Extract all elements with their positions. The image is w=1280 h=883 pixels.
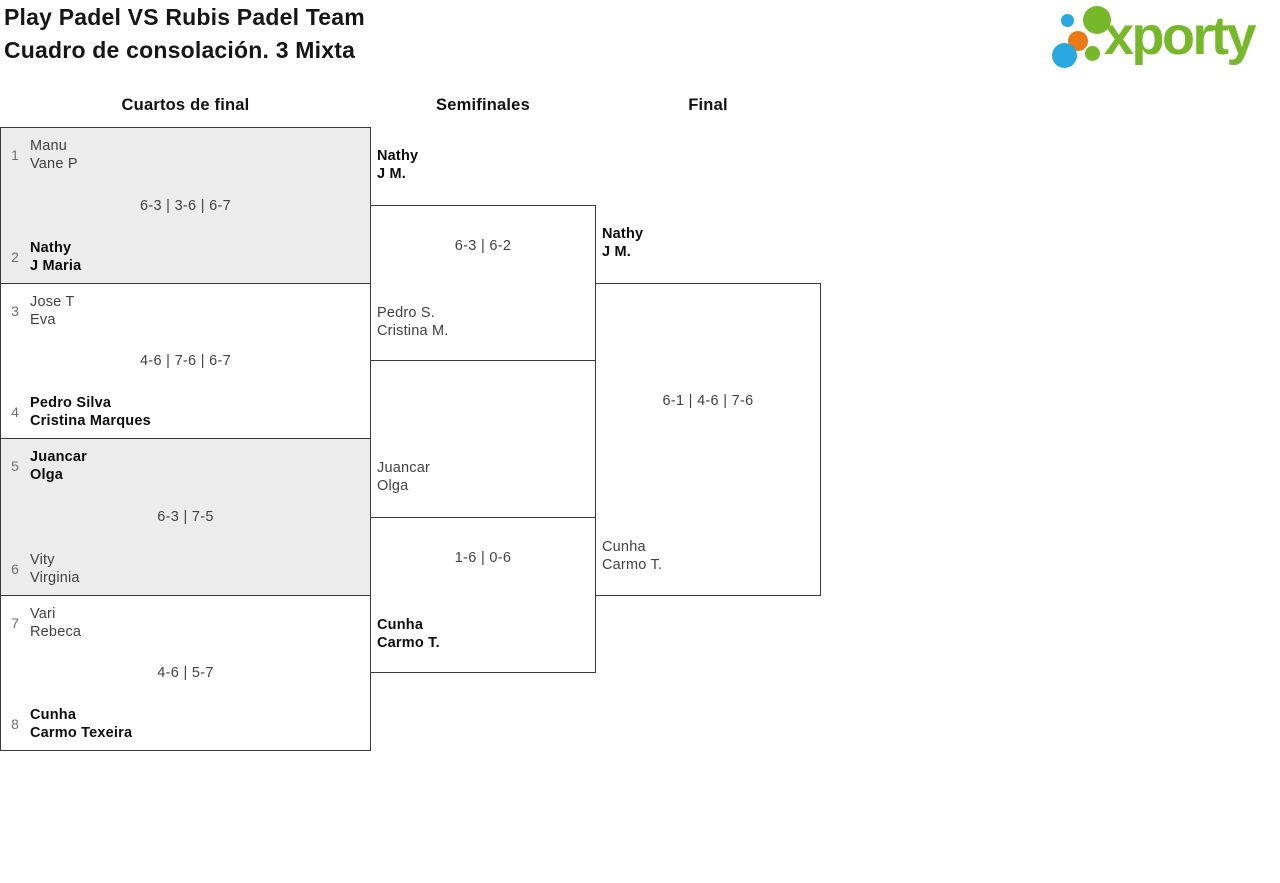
team-names: Nathy J M. <box>602 225 643 261</box>
match-score: 4-6 | 7-6 | 6-7 <box>139 353 232 369</box>
team-names: Nathy J Maria <box>30 239 81 275</box>
seed-number: 5 <box>11 458 19 474</box>
tournament-name: Play Padel VS Rubis Padel Team <box>4 4 365 30</box>
player-2-name: Virginia <box>30 570 80 586</box>
player-2-name: Eva <box>30 312 56 328</box>
seed-number: 8 <box>11 716 19 732</box>
team-entry: 2 Nathy J Maria <box>10 239 81 275</box>
logo-wordmark: xporty <box>1104 6 1257 66</box>
team-names: Vity Virginia <box>30 551 80 587</box>
round-header-cuartos: Cuartos de final <box>121 96 250 114</box>
final-match-box <box>595 283 821 596</box>
team-names: Nathy J M. <box>377 147 418 183</box>
team-names: Cunha Carmo T. <box>602 538 662 574</box>
xporty-logo: xporty <box>1048 4 1280 76</box>
team-names: Cunha Carmo T. <box>377 616 440 652</box>
match-score: 6-3 | 3-6 | 6-7 <box>139 197 232 214</box>
player-2-name: Rebeca <box>30 624 82 640</box>
match-score: 6-3 | 6-2 <box>454 238 512 254</box>
player-2-name: Carmo Texeira <box>30 725 133 741</box>
logo-dot-icon <box>1052 43 1077 68</box>
player-2-name: Vane P <box>30 156 78 172</box>
player-2-name: J Maria <box>30 258 82 274</box>
logo-dot-icon <box>1083 6 1111 34</box>
player-1-name: Cunha <box>30 707 77 723</box>
player-1-name: Nathy <box>377 148 419 164</box>
team-names: Jose T Eva <box>30 293 74 329</box>
match-score: 4-6 | 5-7 <box>157 665 214 681</box>
sf-match-1-box <box>370 205 596 361</box>
match-score: 6-3 | 7-5 <box>157 509 214 525</box>
player-1-name: Vity <box>30 552 55 568</box>
round-header-final: Final <box>688 96 728 114</box>
seed-number: 2 <box>11 249 19 265</box>
bracket-subtitle: Cuadro de consolación. 3 Mixta <box>4 37 356 63</box>
player-2-name: Olga <box>377 478 409 494</box>
seed-number: 6 <box>11 561 19 577</box>
team-names: Pedro S. Cristina M. <box>377 304 449 340</box>
player-1-name: Pedro Silva <box>30 395 112 411</box>
player-1-name: Juancar <box>377 460 430 476</box>
round-header-semifinales: Semifinales <box>436 96 530 114</box>
player-1-name: Nathy <box>30 240 72 256</box>
player-1-name: Manu <box>30 138 68 154</box>
team-names: Vari Rebeca <box>30 605 81 641</box>
match-score: 1-6 | 0-6 <box>454 550 512 566</box>
player-2-name: Cristina Marques <box>30 413 151 429</box>
player-2-name: Carmo T. <box>377 635 440 651</box>
team-names: Cunha Carmo Texeira <box>30 706 132 742</box>
player-1-name: Cunha <box>377 617 424 633</box>
qf-match-3: 5 Juancar Olga 6-3 | 7-5 6 Vity Virginia <box>0 438 371 596</box>
player-2-name: Carmo T. <box>602 557 663 573</box>
team-entry: 7 Vari Rebeca <box>10 605 81 641</box>
player-1-name: Jose T <box>30 294 75 310</box>
team-names: Pedro Silva Cristina Marques <box>30 394 151 430</box>
qf-match-2: 3 Jose T Eva 4-6 | 7-6 | 6-7 4 Pedro Sil… <box>0 283 371 439</box>
team-entry: 8 Cunha Carmo Texeira <box>10 706 132 742</box>
team-entry: 3 Jose T Eva <box>10 293 74 329</box>
team-names: Juancar Olga <box>377 459 430 495</box>
seed-number: 4 <box>11 404 19 420</box>
qf-match-4: 7 Vari Rebeca 4-6 | 5-7 8 Cunha Carmo Te… <box>0 595 371 751</box>
team-names: Juancar Olga <box>30 448 87 484</box>
player-1-name: Pedro S. <box>377 305 436 321</box>
logo-dot-icon <box>1061 14 1074 27</box>
page-title: Play Padel VS Rubis Padel Team Cuadro de… <box>4 1 365 67</box>
seed-number: 7 <box>11 615 19 631</box>
player-2-name: Olga <box>30 467 64 483</box>
logo-dot-icon <box>1085 46 1100 61</box>
player-2-name: J M. <box>377 166 406 182</box>
player-2-name: Cristina M. <box>377 323 449 339</box>
player-1-name: Vari <box>30 606 56 622</box>
team-entry: 6 Vity Virginia <box>10 551 80 587</box>
team-entry: 5 Juancar Olga <box>10 448 87 484</box>
player-1-name: Nathy <box>602 226 644 242</box>
player-1-name: Cunha <box>602 539 646 555</box>
seed-number: 1 <box>11 147 19 163</box>
team-names: Manu Vane P <box>30 137 78 173</box>
seed-number: 3 <box>11 303 19 319</box>
match-score: 6-1 | 4-6 | 7-6 <box>662 393 754 409</box>
team-entry: 4 Pedro Silva Cristina Marques <box>10 394 151 430</box>
team-entry: 1 Manu Vane P <box>10 137 78 173</box>
qf-match-1: 1 Manu Vane P 6-3 | 3-6 | 6-7 2 Nathy J … <box>0 127 371 284</box>
player-2-name: J M. <box>602 244 631 260</box>
player-1-name: Juancar <box>30 449 88 465</box>
